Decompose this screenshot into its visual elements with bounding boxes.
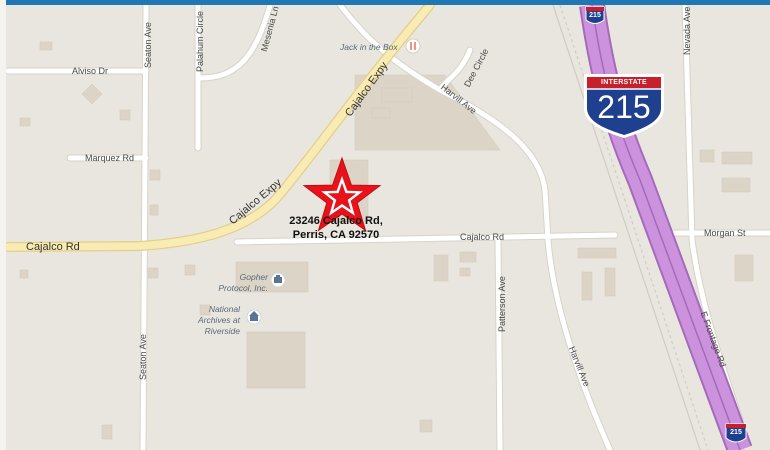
interstate-shield-small-top bbox=[585, 6, 605, 24]
interstate-shield-large bbox=[584, 74, 664, 138]
top-border bbox=[0, 0, 770, 5]
building bbox=[147, 267, 159, 279]
building bbox=[149, 169, 161, 181]
poi-label-archives-line2: Archives at bbox=[197, 315, 240, 325]
building bbox=[699, 149, 715, 163]
street-label-alviso: Alviso Dr bbox=[72, 66, 109, 76]
cajalco-highway bbox=[3, 0, 435, 252]
building bbox=[721, 151, 753, 165]
street-label-seaton-ave-south: Seaton Ave bbox=[138, 334, 148, 380]
building bbox=[433, 254, 449, 282]
poi-label-gopher-protocol[interactable]: Gopher Protocol, Inc. bbox=[218, 272, 268, 294]
interstate-shield-small-bottom bbox=[725, 423, 747, 443]
address-line2: Perris, CA 92570 bbox=[292, 229, 380, 241]
building bbox=[577, 247, 617, 259]
interstate-215-road bbox=[579, 3, 753, 450]
building bbox=[81, 83, 103, 105]
building bbox=[19, 269, 29, 279]
building bbox=[419, 419, 433, 433]
government-building-icon[interactable] bbox=[246, 309, 262, 325]
street-label-nevada-ave: Nevada Ave bbox=[682, 6, 692, 55]
building bbox=[246, 331, 306, 389]
restaurant-icon[interactable] bbox=[405, 38, 421, 54]
building bbox=[734, 254, 754, 282]
building bbox=[19, 117, 31, 127]
building bbox=[604, 267, 616, 297]
poi-label-jack-in-the-box[interactable]: Jack in the Box bbox=[340, 42, 398, 52]
poi-label-national-archives[interactable]: National Archives at Riverside bbox=[180, 304, 240, 337]
building bbox=[459, 251, 477, 263]
business-icon[interactable] bbox=[270, 272, 286, 288]
interstate-shield-label: INTERSTATE bbox=[601, 79, 647, 86]
building bbox=[381, 87, 413, 103]
interstate-shield-small-number-bottom: 215 bbox=[730, 429, 742, 436]
building bbox=[119, 109, 131, 121]
interstate-shield-number: 215 bbox=[597, 89, 651, 125]
poi-label-gopher-line1: Gopher bbox=[239, 272, 268, 282]
marker-address-label: 23246 Cajalco Rd, Perris, CA 92570 bbox=[276, 214, 396, 242]
street-label-cajalco-rd-east: Cajalco Rd bbox=[460, 232, 505, 242]
interstate-shield-small-number-top: 215 bbox=[589, 12, 601, 19]
building bbox=[101, 424, 113, 440]
building bbox=[371, 107, 391, 119]
poi-label-archives-line1: National bbox=[208, 304, 240, 314]
left-border bbox=[0, 0, 6, 450]
location-star-marker[interactable] bbox=[302, 156, 382, 232]
building bbox=[199, 304, 211, 316]
building bbox=[39, 41, 53, 51]
building bbox=[184, 264, 196, 276]
building bbox=[459, 267, 471, 277]
building bbox=[149, 204, 159, 216]
poi-label-gopher-line2: Protocol, Inc. bbox=[218, 283, 268, 293]
poi-label-archives-line3: Riverside bbox=[204, 326, 240, 336]
address-line1: 23246 Cajalco Rd, bbox=[289, 215, 383, 227]
railway bbox=[552, 4, 701, 450]
street-label-marquez: Marquez Rd bbox=[85, 153, 135, 163]
local-streets bbox=[4, 1, 770, 450]
street-label-palahum-circle: Palahum Circle bbox=[195, 10, 205, 72]
street-label-seaton-ave-north: Seaton Ave bbox=[143, 22, 153, 68]
street-label-patterson-ave: Patterson Ave bbox=[497, 276, 507, 332]
street-label-morgan-st: Morgan St bbox=[704, 228, 746, 238]
street-label-cajalco-rd-west: Cajalco Rd bbox=[26, 241, 80, 253]
building bbox=[581, 271, 593, 301]
building bbox=[721, 177, 751, 193]
